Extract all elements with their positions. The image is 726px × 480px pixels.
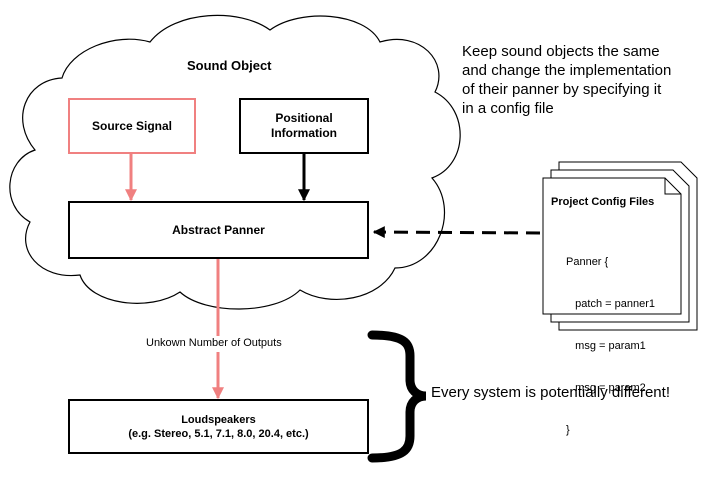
outputs-label: Unkown Number of Outputs [146, 337, 282, 349]
sound-object-title: Sound Object [187, 58, 272, 73]
config-page-fold [664, 178, 681, 195]
note-line-1: Keep sound objects the same [462, 43, 660, 60]
outputs-label-backing [140, 336, 300, 352]
system-difference-note: Every system is potentially different! [431, 384, 670, 401]
config-line-3: msg = param1 [566, 340, 646, 352]
source-signal-box: Source Signal [68, 98, 196, 154]
config-line-5: } [566, 424, 570, 436]
loudspeakers-box: Loudspeakers (e.g. Stereo, 5.1, 7.1, 8.0… [68, 399, 369, 454]
loudspeakers-subtitle: (e.g. Stereo, 5.1, 7.1, 8.0, 20.4, etc.) [128, 427, 309, 440]
config-explanation-note: Keep sound objects the same and change t… [462, 42, 671, 118]
positional-information-line-1: Positional [275, 111, 333, 125]
config-line-1: Panner { [566, 256, 609, 268]
note-line-2: and change the implementation [462, 62, 672, 79]
positional-information-line-2: Information [271, 126, 337, 140]
config-to-panner-arrow [372, 226, 541, 239]
config-line-4: msg = param2 [566, 382, 646, 394]
abstract-panner-box: Abstract Panner [68, 201, 369, 259]
loudspeakers-title: Loudspeakers [181, 413, 256, 426]
abstract-panner-label: Abstract Panner [172, 222, 265, 237]
positional-information-box: Positional Information [239, 98, 369, 154]
config-page-front [542, 177, 682, 315]
note-line-4: in a config file [462, 100, 554, 117]
source-signal-label: Source Signal [91, 118, 173, 133]
config-files-title: Project Config Files [551, 196, 655, 208]
config-line-2: patch = panner1 [566, 298, 655, 310]
system-brace [367, 330, 427, 463]
config-file-content: Panner { patch = panner1 msg = param1 ms… [566, 227, 655, 451]
note-line-3: of their panner by specifying it [462, 81, 662, 98]
